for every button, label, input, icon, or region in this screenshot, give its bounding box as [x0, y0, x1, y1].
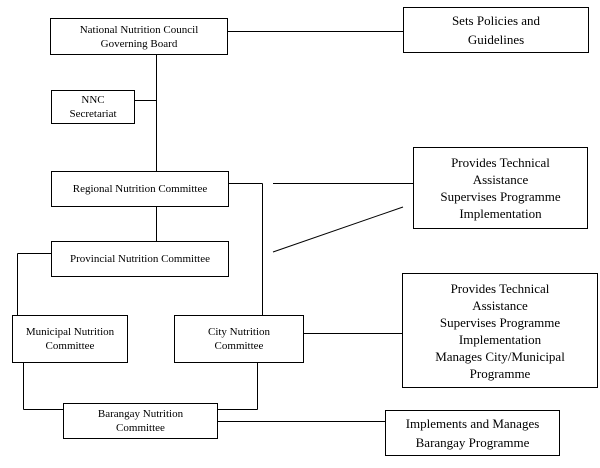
node-provides-technical-assistance-regional: Provides Technical Assistance Supervises…: [413, 147, 588, 229]
node-sets-policies-and-guidelines: Sets Policies and Guidelines: [403, 7, 589, 53]
connector-provincial-to-provides-diagonal: [272, 206, 404, 253]
node-provincial-nutrition-committee: Provincial Nutrition Committee: [51, 241, 229, 277]
node-barangay-nutrition-committee: Barangay Nutrition Committee: [63, 403, 218, 439]
node-provides-technical-assistance-city-municipal: Provides Technical Assistance Supervises…: [402, 273, 598, 388]
node-regional-nutrition-committee: Regional Nutrition Committee: [51, 171, 229, 207]
node-nnc-secretariat: NNC Secretariat: [51, 90, 135, 124]
node-implements-and-manages-barangay-programme: Implements and Manages Barangay Programm…: [385, 410, 560, 456]
node-city-nutrition-committee: City Nutrition Committee: [174, 315, 304, 363]
node-national-nutrition-council-governing-board: National Nutrition Council Governing Boa…: [50, 18, 228, 55]
node-municipal-nutrition-committee: Municipal Nutrition Committee: [12, 315, 128, 363]
